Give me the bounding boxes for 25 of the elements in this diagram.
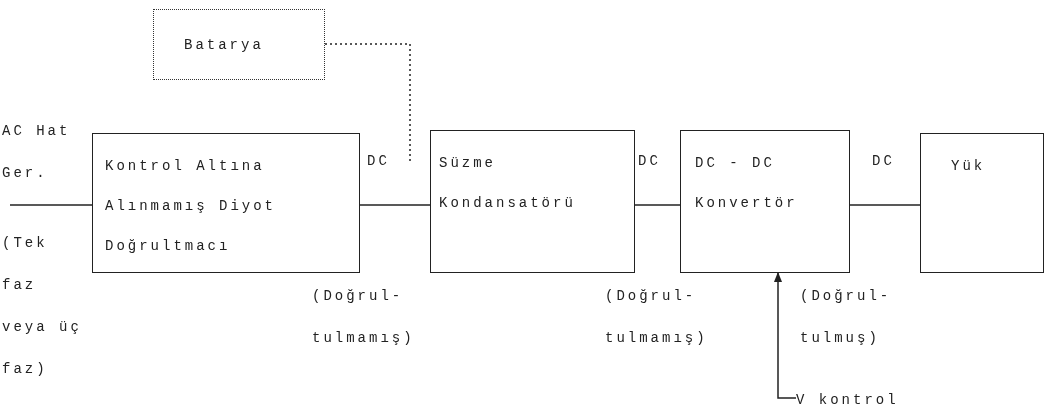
connector-line [359,204,431,206]
connector-line [849,204,921,206]
annotation-text: DC [638,152,662,171]
annotation-text: DC [872,152,896,171]
annotation-text: (Tek faz veya üç faz) [2,234,83,379]
annotation-text: (Doğrul- tulmamış) [605,287,709,348]
arrow [773,271,797,399]
battery-box [153,9,325,80]
connector-line [324,43,411,163]
annotation-text: AC Hat Ger. [2,122,72,183]
annotation-text: (Doğrul- tulmuş) [800,287,893,348]
converter-box [680,130,850,273]
box-label: V kontrol [796,391,900,410]
box-label: Kontrol Altına Alınmamış Diyot Doğrultmacı [105,157,278,256]
rectifier-box [92,133,360,273]
box-label: Süzme Kondansatörü [439,154,577,213]
load-box [920,133,1044,273]
box-label: Batarya [184,36,265,55]
annotation-text: (Doğrul- tulmamış) [312,287,416,348]
annotation-text: DC [367,152,391,171]
connector-line [9,204,93,206]
box-label: DC - DC Konvertör [695,154,799,213]
box-label: Yük [951,157,987,176]
connector-line [634,204,681,206]
filter-capacitor-box [430,130,635,273]
